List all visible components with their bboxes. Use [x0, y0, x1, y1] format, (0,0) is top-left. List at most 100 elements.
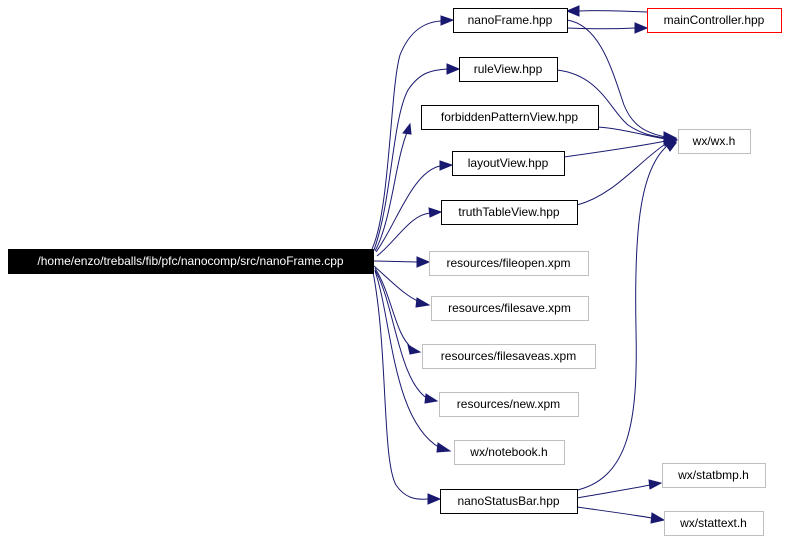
- edge-line: [576, 484, 651, 499]
- edge-nanoFrame_hpp-to-mainController_hpp: [566, 22, 649, 34]
- edge-line: [576, 142, 668, 206]
- edge-line: [375, 165, 441, 253]
- edge-arrowhead: [415, 297, 431, 308]
- node-nanoFrame_hpp[interactable]: nanoFrame.hpp: [453, 8, 568, 33]
- edge-root-to-filesaveas_xpm: [374, 267, 422, 355]
- edge-root-to-layoutView_hpp: [375, 160, 454, 253]
- node-label: nanoFrame.hpp: [468, 13, 553, 27]
- edge-nanoStatusBar_hpp-to-stattext_h: [576, 506, 666, 524]
- node-statbmp_h: wx/statbmp.h: [662, 463, 766, 488]
- edge-line: [371, 20, 442, 250]
- node-box: [678, 129, 751, 154]
- node-label: wx/wx.h: [692, 134, 736, 148]
- node-box: [647, 8, 782, 33]
- edge-line: [374, 267, 413, 349]
- edge-mainController_hpp-to-nanoFrame_hpp: [565, 5, 648, 17]
- edge-line: [597, 126, 667, 140]
- node-box: [662, 463, 766, 488]
- edge-arrowhead: [402, 122, 412, 135]
- edge-root-to-filesave_xpm: [373, 265, 431, 308]
- edge-line: [373, 68, 448, 251]
- node-label: ruleView.hpp: [474, 62, 543, 76]
- node-mainController_hpp[interactable]: mainController.hpp: [647, 8, 782, 33]
- edge-root-to-notebook_h: [374, 270, 452, 453]
- edge-arrowhead: [565, 5, 580, 17]
- edge-line: [372, 271, 429, 500]
- node-box: [664, 511, 764, 536]
- edge-line: [376, 212, 431, 257]
- edge-line: [373, 260, 418, 263]
- edge-line: [566, 27, 636, 30]
- node-new_xpm: resources/new.xpm: [439, 392, 579, 417]
- edge-line: [556, 69, 667, 139]
- edge-root-to-fileopen_xpm: [373, 256, 431, 268]
- node-notebook_h: wx/notebook.h: [454, 440, 565, 465]
- node-box: [439, 392, 579, 417]
- edge-arrowhead: [428, 207, 443, 218]
- edge-root-to-truthTableView_hpp: [376, 207, 443, 257]
- node-label: wx/statbmp.h: [677, 468, 749, 482]
- node-layoutView_hpp[interactable]: layoutView.hpp: [452, 151, 565, 176]
- node-fileopen_xpm: resources/fileopen.xpm: [429, 251, 589, 276]
- edge-arrowhead: [440, 15, 455, 26]
- edge-root-to-nanoStatusBar_hpp: [372, 271, 442, 505]
- node-filesave_xpm: resources/filesave.xpm: [431, 296, 589, 321]
- node-box: [440, 489, 578, 514]
- node-box: [454, 440, 565, 465]
- edge-line: [578, 10, 648, 13]
- edge-nanoStatusBar_hpp-to-statbmp_h: [576, 479, 663, 499]
- edge-root-to-nanoFrame_hpp: [371, 15, 455, 250]
- node-nanoStatusBar_hpp[interactable]: nanoStatusBar.hpp: [440, 489, 578, 514]
- node-box: [421, 105, 599, 130]
- node-box: [8, 249, 374, 274]
- node-label: resources/new.xpm: [457, 397, 560, 411]
- node-label: /home/enzo/treballs/fib/pfc/nanocomp/src…: [37, 254, 343, 268]
- node-box: [459, 57, 558, 82]
- node-box: [452, 151, 565, 176]
- edge-line: [374, 270, 441, 449]
- node-label: nanoStatusBar.hpp: [457, 494, 559, 508]
- edge-line: [576, 506, 653, 519]
- node-label: forbiddenPatternView.hpp: [441, 110, 579, 124]
- node-truthTableView_hpp[interactable]: truthTableView.hpp: [441, 200, 578, 225]
- node-label: resources/fileopen.xpm: [446, 256, 570, 270]
- edge-line: [374, 269, 429, 400]
- node-label: layoutView.hpp: [468, 156, 549, 170]
- edge-arrowhead: [427, 493, 442, 505]
- edge-root-to-new_xpm: [374, 269, 439, 404]
- edge-arrowhead: [648, 479, 663, 490]
- edge-line: [572, 145, 668, 492]
- edge-arrowhead: [439, 160, 454, 171]
- node-label: resources/filesaveas.xpm: [441, 349, 576, 363]
- node-box: [441, 200, 578, 225]
- node-label: wx/notebook.h: [469, 445, 547, 459]
- edge-line: [566, 19, 667, 138]
- edge-line: [374, 129, 409, 252]
- edge-arrowhead: [416, 256, 431, 268]
- node-label: resources/filesave.xpm: [448, 301, 571, 315]
- edge-arrowhead: [663, 140, 677, 152]
- node-wx_h: wx/wx.h: [678, 129, 751, 154]
- node-box: [431, 296, 589, 321]
- node-filesaveas_xpm: resources/filesaveas.xpm: [422, 344, 596, 369]
- edge-arrowhead: [650, 512, 666, 524]
- edge-arrowhead: [446, 63, 461, 75]
- edge-nanoStatusBar_hpp-to-wx_h: [572, 140, 677, 492]
- node-box: [422, 344, 596, 369]
- edge-arrowhead: [634, 22, 649, 34]
- node-label: wx/stattext.h: [679, 516, 747, 530]
- edge-arrowhead: [407, 343, 422, 355]
- node-root[interactable]: /home/enzo/treballs/fib/pfc/nanocomp/src…: [8, 249, 374, 274]
- node-ruleView_hpp[interactable]: ruleView.hpp: [459, 57, 558, 82]
- node-box: [453, 8, 568, 33]
- node-forbiddenPatternView_hpp[interactable]: forbiddenPatternView.hpp: [421, 105, 599, 130]
- edge-truthTableView_hpp-to-wx_h: [576, 138, 678, 206]
- edge-arrowhead: [436, 442, 452, 453]
- edge-root-to-ruleView_hpp: [373, 63, 461, 251]
- edge-arrowhead: [424, 393, 439, 404]
- edge-root-to-forbiddenPatternView_hpp: [374, 122, 412, 252]
- edge-line: [373, 265, 421, 303]
- nodes: /home/enzo/treballs/fib/pfc/nanocomp/src…: [8, 8, 782, 536]
- edge-line: [563, 140, 667, 158]
